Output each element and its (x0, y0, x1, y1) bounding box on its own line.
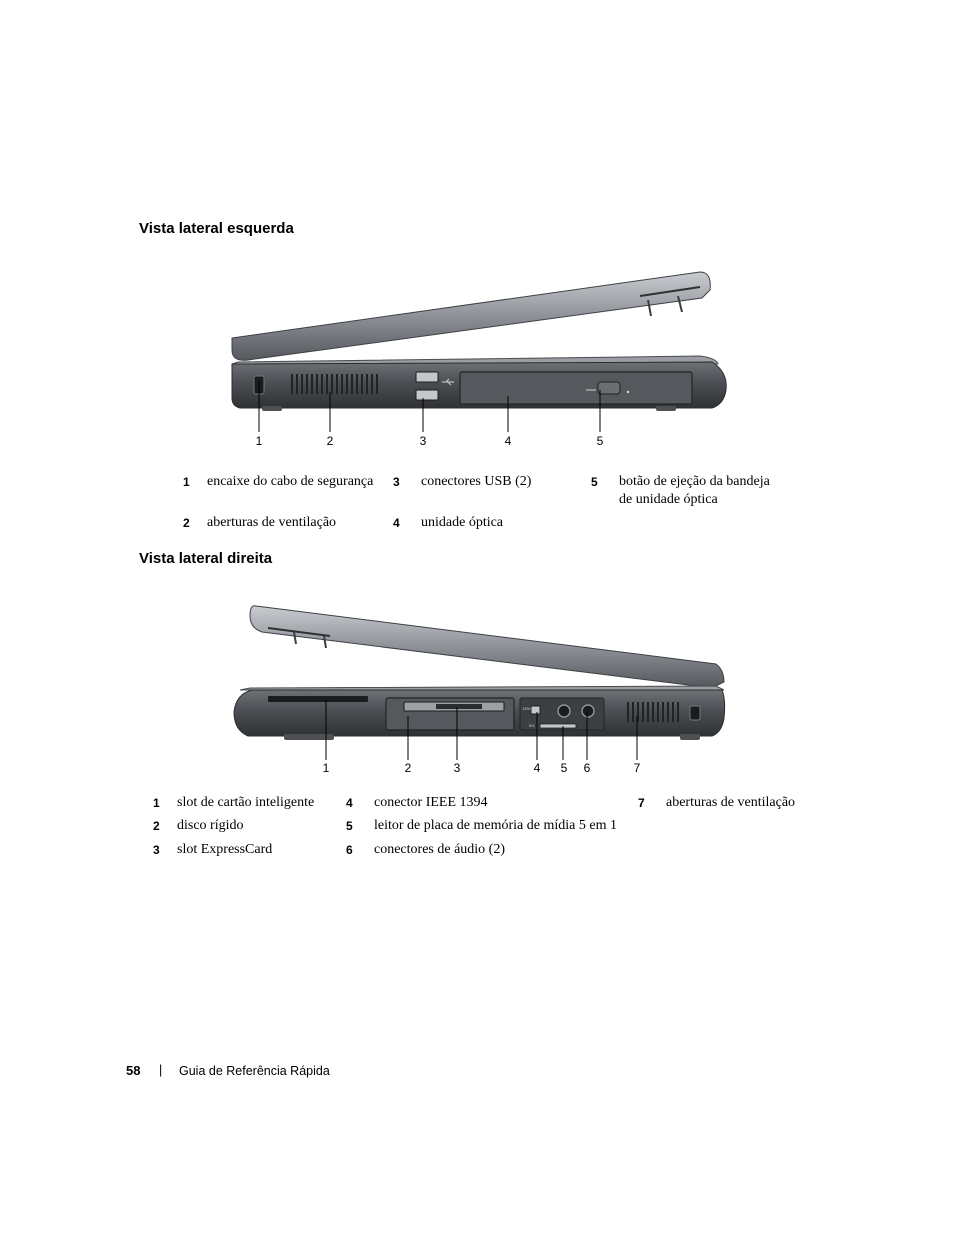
left-legend-num-5: 5 (591, 475, 598, 489)
right-legend-num-2: 2 (153, 819, 160, 833)
right-legend-text-5: leitor de placa de memória de mídia 5 em… (374, 818, 617, 833)
right-legend-num-3: 3 (153, 843, 160, 857)
left-callout-5: 5 (596, 434, 604, 448)
left-callout-1: 1 (255, 434, 263, 448)
right-legend-text-2: disco rígido (177, 818, 244, 833)
left-legend-text-5: botão de ejeção da bandeja de unidade óp… (619, 474, 770, 507)
right-callout-2: 2 (404, 761, 412, 775)
right-legend-text-6: conectores de áudio (2) (374, 842, 505, 857)
right-callout-4: 4 (533, 761, 541, 775)
footer-title: Guia de Referência Rápida (179, 1064, 330, 1078)
right-callout-1: 1 (322, 761, 330, 775)
right-legend-num-5: 5 (346, 819, 353, 833)
left-legend-num-2: 2 (183, 516, 190, 530)
right-legend-text-3: slot ExpressCard (177, 842, 273, 857)
right-legend-text-7: aberturas de ventilação (666, 795, 796, 810)
page-number: 58 (126, 1063, 141, 1078)
right-legend-num-4: 4 (346, 796, 353, 810)
usb-icon (442, 378, 454, 386)
right-callout-5: 5 (560, 761, 568, 775)
left-legend-num-3: 3 (393, 475, 400, 489)
right-callout-7: 7 (633, 761, 641, 775)
right-view-heading: Vista lateral direita (139, 550, 273, 567)
right-legend-text-1: slot de cartão inteligente (177, 795, 315, 810)
ieee1394-port-label: 1394 (522, 706, 531, 711)
right-callout-6: 6 (583, 761, 591, 775)
right-legend-num-1: 1 (153, 796, 160, 810)
left-legend-num-1: 1 (183, 475, 190, 489)
left-legend-text-4: unidade óptica (421, 515, 504, 530)
media-reader-port-label: 5/1 (529, 723, 535, 728)
footer-separator: | (159, 1063, 163, 1077)
left-view-heading: Vista lateral esquerda (139, 220, 294, 237)
left-legend-text-1: encaixe do cabo de segurança (207, 474, 374, 489)
left-legend-num-4: 4 (393, 516, 400, 530)
left-legend-text-3: conectores USB (2) (421, 474, 532, 489)
left-legend-text-2: aberturas de ventilação (207, 515, 337, 530)
right-legend-num-6: 6 (346, 843, 353, 857)
right-legend-num-7: 7 (638, 796, 645, 810)
left-callout-4: 4 (504, 434, 512, 448)
left-callout-3: 3 (419, 434, 427, 448)
right-legend-text-4: conector IEEE 1394 (374, 795, 488, 810)
left-callout-2: 2 (326, 434, 334, 448)
right-callout-3: 3 (453, 761, 461, 775)
